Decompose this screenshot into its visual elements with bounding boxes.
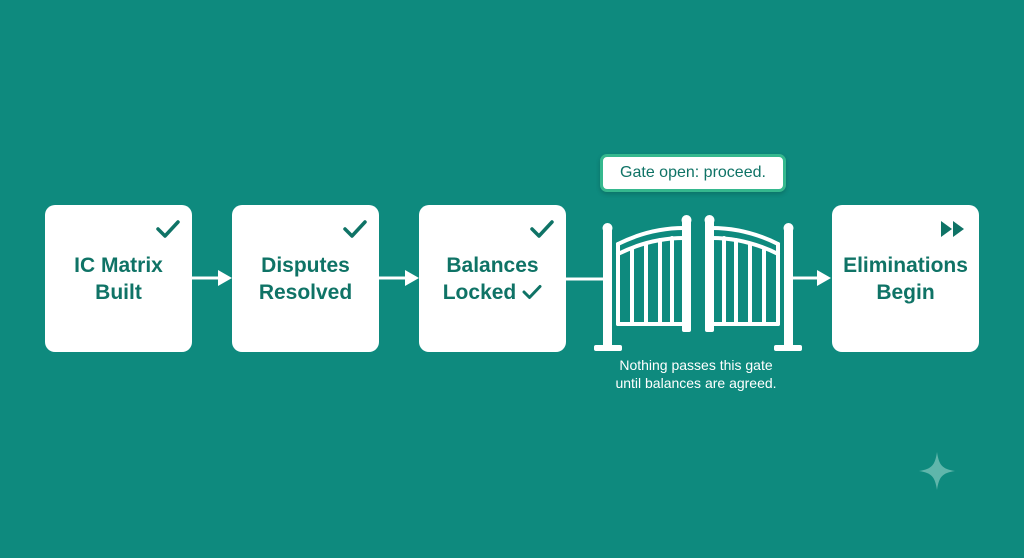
gate-note: Nothing passes this gate until balances … — [615, 357, 777, 391]
step-label: Disputes Resolved — [258, 253, 353, 304]
step-label-line1: Balances — [446, 253, 539, 277]
gate-icon — [594, 215, 802, 351]
arrow-right-icon — [793, 270, 831, 286]
check-icon — [343, 220, 367, 238]
arrow-right-icon — [192, 270, 232, 286]
sparkle-icon — [919, 452, 955, 490]
step-card-ic-matrix-built: IC Matrix Built — [45, 205, 192, 352]
step-label-line2: Locked — [442, 280, 517, 304]
connector-line — [566, 277, 606, 281]
step-label: IC Matrix Built — [74, 253, 163, 304]
arrow-right-icon — [379, 270, 419, 286]
step-card-eliminations-begin: Eliminations Begin — [832, 205, 979, 352]
check-icon — [522, 284, 542, 299]
fast-forward-icon — [941, 221, 964, 237]
check-icon — [530, 220, 554, 238]
check-icon — [156, 220, 180, 238]
step-label: Eliminations Begin — [843, 253, 968, 304]
gate-callout: Gate open: proceed. — [600, 154, 786, 192]
step-card-disputes-resolved: Disputes Resolved — [232, 205, 379, 352]
